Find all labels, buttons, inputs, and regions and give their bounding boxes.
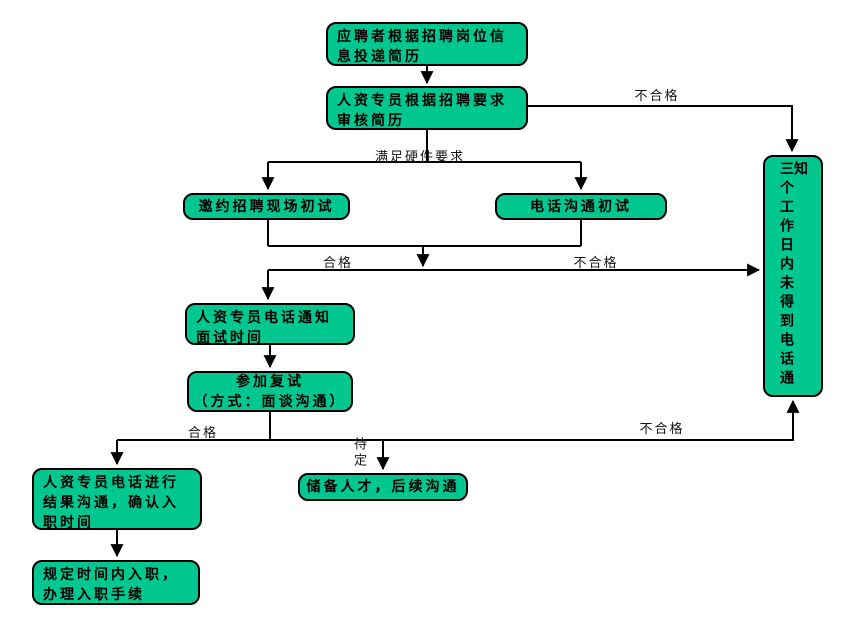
node-second-interview: 参加复试 （方式：面谈沟通） — [187, 371, 353, 412]
node-notify-interview-time: 人资专员电话通知面试时间 — [185, 303, 355, 346]
node-apply-resume: 应聘者根据招聘岗位信息投递简历 — [326, 22, 528, 66]
edge-label-pass-1: 合格 — [322, 256, 354, 271]
second-interview-line1: 参加复试 — [236, 373, 304, 390]
edge-label-reject-mid: 不合格 — [573, 256, 619, 271]
node-reserve-talent: 储备人才，后续沟通 — [298, 473, 468, 501]
edge-label-pass-2: 合格 — [187, 426, 219, 441]
node-no-phone-notice: 三个工作日内未得到电话通知 — [763, 155, 823, 397]
edge-label-pending: 待定 — [351, 437, 366, 469]
edge-label-reject-bottom: 不合格 — [639, 422, 685, 437]
node-phone-first-interview: 电话沟通初试 — [495, 193, 667, 220]
node-review-resume: 人资专员根据招聘要求审核简历 — [326, 86, 528, 130]
node-onsite-first-interview: 邀约招聘现场初试 — [183, 193, 350, 220]
node-result-communication: 人资专员电话进行结果沟通，确认入职时间 — [32, 468, 202, 531]
second-interview-line2: （方式：面谈沟通） — [193, 393, 347, 410]
node-onboarding: 规定时间内入职，办理入职手续 — [32, 560, 200, 605]
edge-label-reject-top: 不合格 — [634, 89, 680, 104]
edge-label-meets-requirements: 满足硬件要求 — [374, 150, 466, 165]
